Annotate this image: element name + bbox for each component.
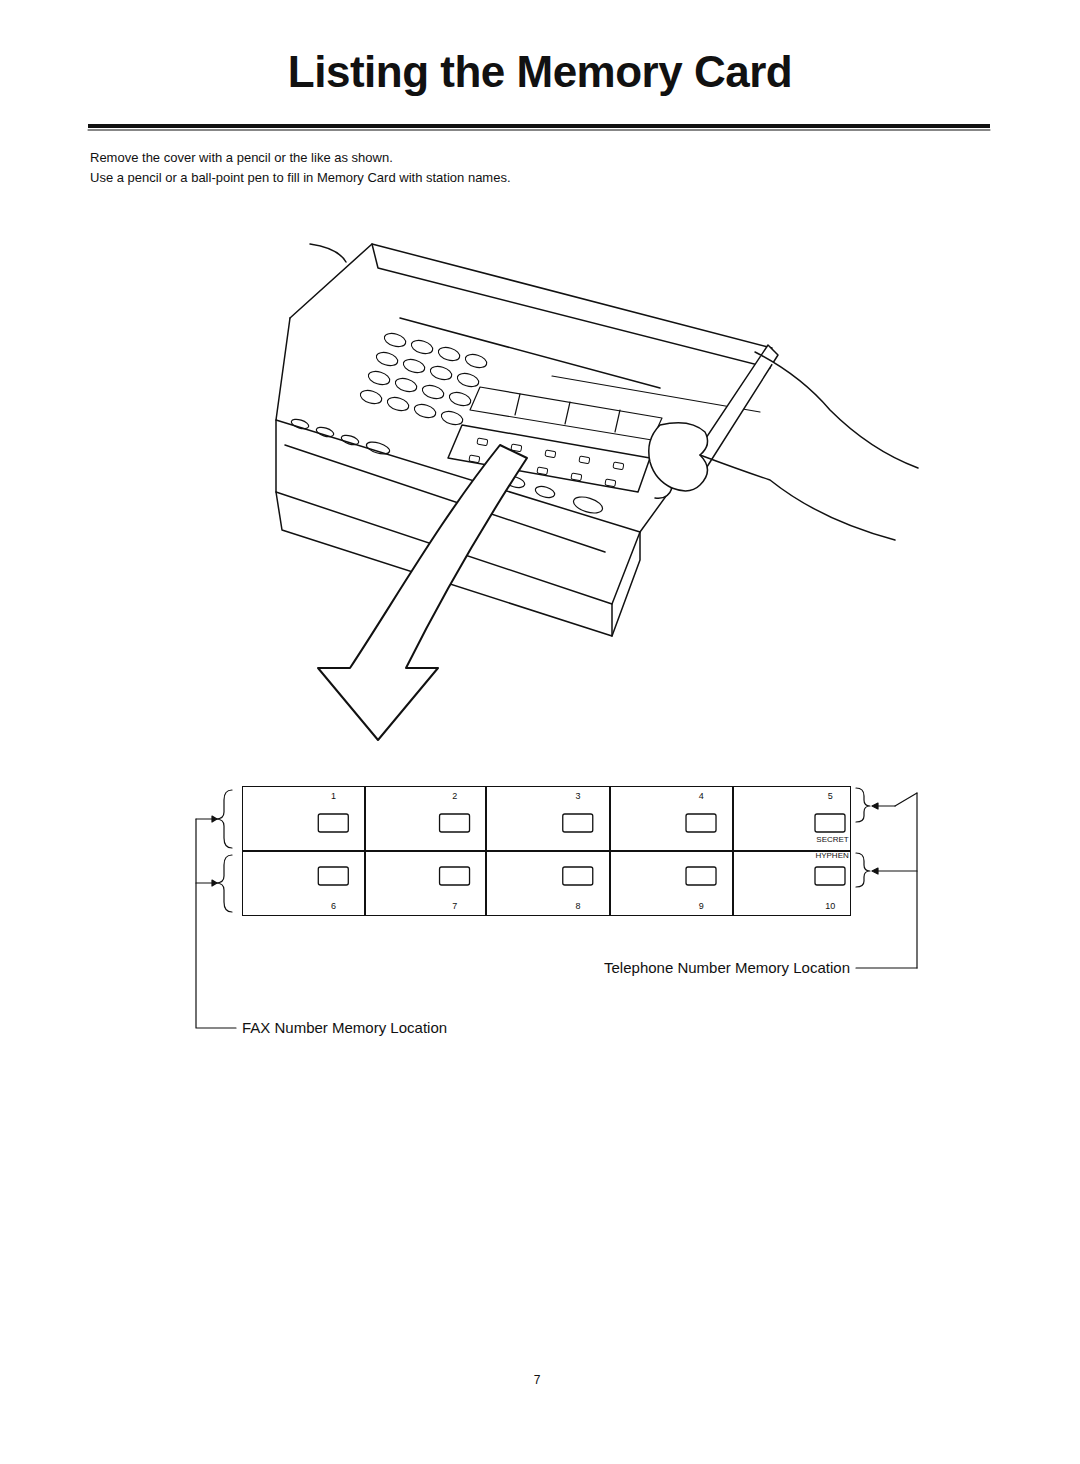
memory-cell: HYPHEN 10: [732, 850, 851, 916]
memory-cell: 4: [609, 786, 734, 852]
key: [386, 395, 411, 413]
key: [410, 338, 435, 356]
callout-number: 6: [331, 902, 336, 911]
key-label: HYPHEN: [815, 852, 848, 860]
card-button: [571, 473, 582, 481]
key: [421, 383, 446, 401]
card-button: [605, 479, 616, 487]
down-arrow: [318, 445, 527, 740]
memory-button: [440, 867, 470, 885]
card-button: [469, 455, 480, 463]
key: [429, 364, 454, 382]
instruction: Use a pencil or a ball-point pen to fill…: [88, 171, 513, 185]
key-label: SECRET: [816, 836, 848, 844]
key: [367, 369, 392, 387]
memory-button: [563, 867, 593, 885]
card-button: [545, 450, 556, 458]
fax-machine: [276, 244, 772, 636]
callout-number: 1: [331, 792, 336, 801]
memory-cell: 9: [609, 850, 734, 916]
memory-button: [815, 814, 845, 832]
key: [456, 371, 481, 389]
memory-cell: 6: [242, 850, 366, 916]
memory-button: [563, 814, 593, 832]
callout-number: 8: [575, 902, 580, 911]
key: [402, 357, 427, 375]
callout-number: 3: [575, 792, 580, 801]
key: [359, 388, 384, 406]
memory-cell: 8: [485, 850, 611, 916]
callout-number: 10: [825, 902, 835, 911]
key: [394, 376, 419, 394]
rule: [88, 130, 990, 131]
key: [437, 345, 462, 363]
memory-button: [815, 867, 845, 885]
memory-button: [318, 867, 348, 885]
callout-number: 4: [699, 792, 704, 801]
memory-cell: 5SECRET: [732, 786, 851, 852]
title: Listing the Memory Card: [288, 48, 792, 96]
key: [464, 352, 489, 370]
key: [383, 331, 408, 349]
memory-cell: 1: [242, 786, 366, 852]
rule: [88, 124, 990, 128]
memory-cell: 2: [364, 786, 487, 852]
page-number: 7: [532, 1374, 543, 1387]
callout-number: 9: [699, 902, 704, 911]
key: [375, 350, 400, 368]
key: [440, 409, 465, 427]
memory-button: [686, 867, 716, 885]
memory-cell: 7: [364, 850, 487, 916]
memory-button: [686, 814, 716, 832]
card-button: [613, 462, 624, 470]
brackets: [196, 788, 917, 1028]
key: [413, 402, 438, 420]
callout-number: 5: [828, 792, 833, 801]
memory-button: [318, 814, 348, 832]
callout-number: 2: [452, 792, 457, 801]
callout-number: 7: [452, 902, 457, 911]
card-button: [477, 438, 488, 446]
hand-with-pencil: [649, 345, 918, 540]
key: [448, 390, 473, 408]
callout-text: Telephone Number Memory Location: [602, 960, 852, 977]
callout-text: FAX Number Memory Location: [240, 1020, 449, 1037]
memory-button: [440, 814, 470, 832]
card-button: [579, 456, 590, 464]
card-button: [537, 467, 548, 475]
memory-cell: 3: [485, 786, 611, 852]
instruction: Remove the cover with a pencil or the li…: [88, 151, 395, 165]
